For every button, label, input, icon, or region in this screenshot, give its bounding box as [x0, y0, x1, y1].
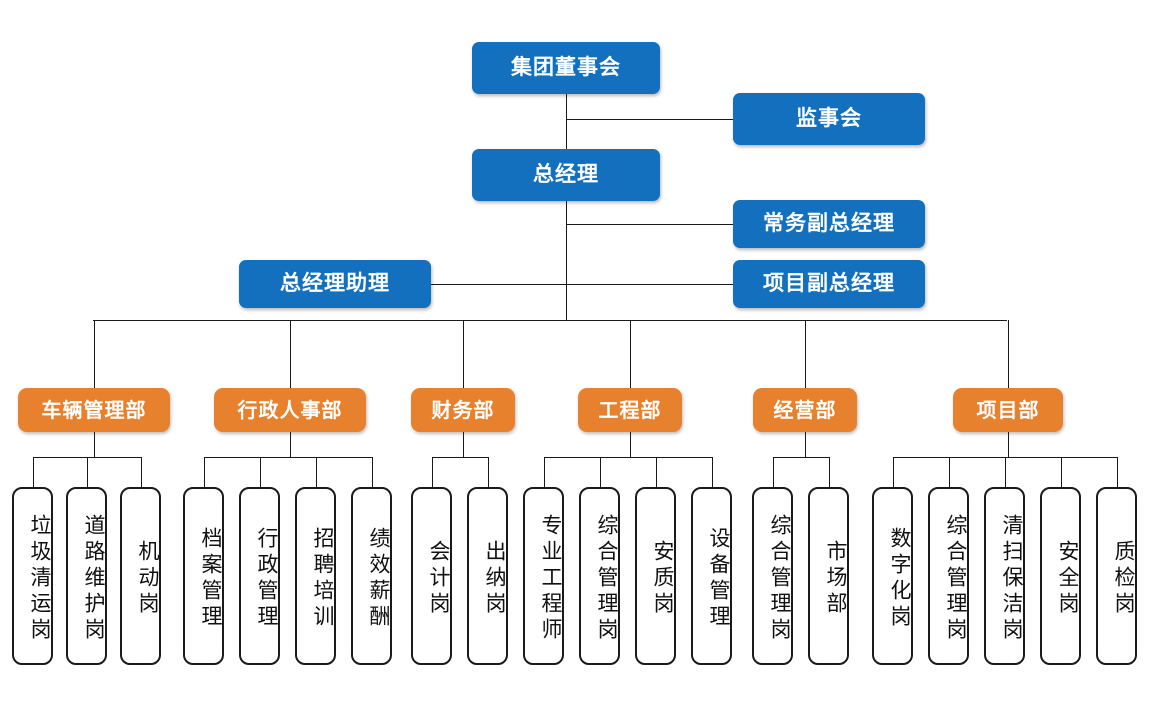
dept-drop-operations: [805, 320, 806, 388]
gm-to-project-deputy: [566, 284, 733, 285]
child-drop-professional-engineer: [544, 457, 545, 487]
gm-trunk-down: [566, 201, 567, 320]
position-node-cleaning-sanitation[interactable]: 清扫保洁岗: [984, 487, 1025, 665]
dept-drop-vehicle-management: [94, 320, 95, 388]
dept-stem-vehicle-management: [94, 432, 95, 457]
dept-stem-project-dept: [1008, 432, 1009, 457]
child-drop-cashier: [488, 457, 489, 487]
exec-node-exec-deputy-gm[interactable]: 常务副总经理: [733, 200, 925, 248]
position-node-cashier[interactable]: 出纳岗: [467, 487, 508, 665]
dept-stem-admin-hr: [290, 432, 291, 457]
child-bus-finance: [432, 457, 488, 458]
child-drop-archive-management: [204, 457, 205, 487]
position-node-ops-general-management[interactable]: 综合管理岗: [752, 487, 793, 665]
position-node-archive-management[interactable]: 档案管理: [183, 487, 224, 665]
position-node-digitalization[interactable]: 数字化岗: [872, 487, 913, 665]
child-drop-proj-general-management: [949, 457, 950, 487]
child-bus-engineering: [544, 457, 712, 458]
child-drop-ops-general-management: [773, 457, 774, 487]
child-drop-performance-pay: [372, 457, 373, 487]
position-node-waste-transport[interactable]: 垃圾清运岗: [12, 487, 53, 665]
dept-stem-finance: [463, 432, 464, 457]
exec-node-gm-assistant[interactable]: 总经理助理: [239, 260, 431, 308]
position-node-professional-engineer[interactable]: 专业工程师: [523, 487, 564, 665]
child-drop-safety-post: [1061, 457, 1062, 487]
child-drop-road-maintenance: [87, 457, 88, 487]
child-drop-equipment-management: [712, 457, 713, 487]
dept-drop-engineering: [630, 320, 631, 388]
position-node-recruit-training[interactable]: 招聘培训: [295, 487, 336, 665]
board-to-gm-trunk: [566, 94, 567, 149]
board-to-supervisory: [566, 119, 733, 120]
child-drop-waste-transport: [33, 457, 34, 487]
dept-drop-admin-hr: [290, 320, 291, 388]
dept-node-project-dept[interactable]: 项目部: [953, 388, 1063, 432]
position-node-safety-post[interactable]: 安全岗: [1040, 487, 1081, 665]
dept-node-vehicle-management[interactable]: 车辆管理部: [18, 388, 170, 432]
position-node-proj-general-management[interactable]: 综合管理岗: [928, 487, 969, 665]
child-drop-accounting: [432, 457, 433, 487]
gm-to-assistant: [431, 284, 566, 285]
exec-node-board[interactable]: 集团董事会: [472, 42, 660, 94]
dept-node-admin-hr[interactable]: 行政人事部: [214, 388, 366, 432]
child-drop-marketing-dept: [829, 457, 830, 487]
dept-drop-finance: [463, 320, 464, 388]
position-node-marketing-dept[interactable]: 市场部: [808, 487, 849, 665]
dept-node-finance[interactable]: 财务部: [411, 388, 515, 432]
position-node-performance-pay[interactable]: 绩效薪酬: [351, 487, 392, 665]
position-node-safety-quality[interactable]: 安质岗: [635, 487, 676, 665]
position-node-quality-inspection[interactable]: 质检岗: [1096, 487, 1137, 665]
exec-node-general-manager[interactable]: 总经理: [472, 149, 660, 201]
dept-node-operations[interactable]: 经营部: [753, 388, 857, 432]
position-node-road-maintenance[interactable]: 道路维护岗: [66, 487, 107, 665]
position-node-accounting[interactable]: 会计岗: [411, 487, 452, 665]
dept-drop-project-dept: [1008, 320, 1009, 388]
dept-stem-engineering: [630, 432, 631, 457]
position-node-admin-management[interactable]: 行政管理: [239, 487, 280, 665]
child-drop-mobile-post: [141, 457, 142, 487]
child-drop-recruit-training: [316, 457, 317, 487]
child-drop-digitalization: [893, 457, 894, 487]
child-bus-operations: [773, 457, 829, 458]
position-node-mobile-post[interactable]: 机动岗: [120, 487, 161, 665]
dept-node-engineering[interactable]: 工程部: [578, 388, 682, 432]
exec-node-project-deputy-gm[interactable]: 项目副总经理: [733, 260, 925, 308]
exec-node-supervisory[interactable]: 监事会: [733, 93, 925, 145]
gm-to-exec-deputy: [566, 224, 733, 225]
position-node-eng-general-management[interactable]: 综合管理岗: [579, 487, 620, 665]
department-bus: [93, 320, 1007, 321]
child-drop-quality-inspection: [1117, 457, 1118, 487]
dept-stem-operations: [805, 432, 806, 457]
child-drop-cleaning-sanitation: [1005, 457, 1006, 487]
child-drop-eng-general-management: [600, 457, 601, 487]
child-drop-safety-quality: [656, 457, 657, 487]
child-drop-admin-management: [260, 457, 261, 487]
child-bus-admin-hr: [204, 457, 372, 458]
position-node-equipment-management[interactable]: 设备管理: [691, 487, 732, 665]
